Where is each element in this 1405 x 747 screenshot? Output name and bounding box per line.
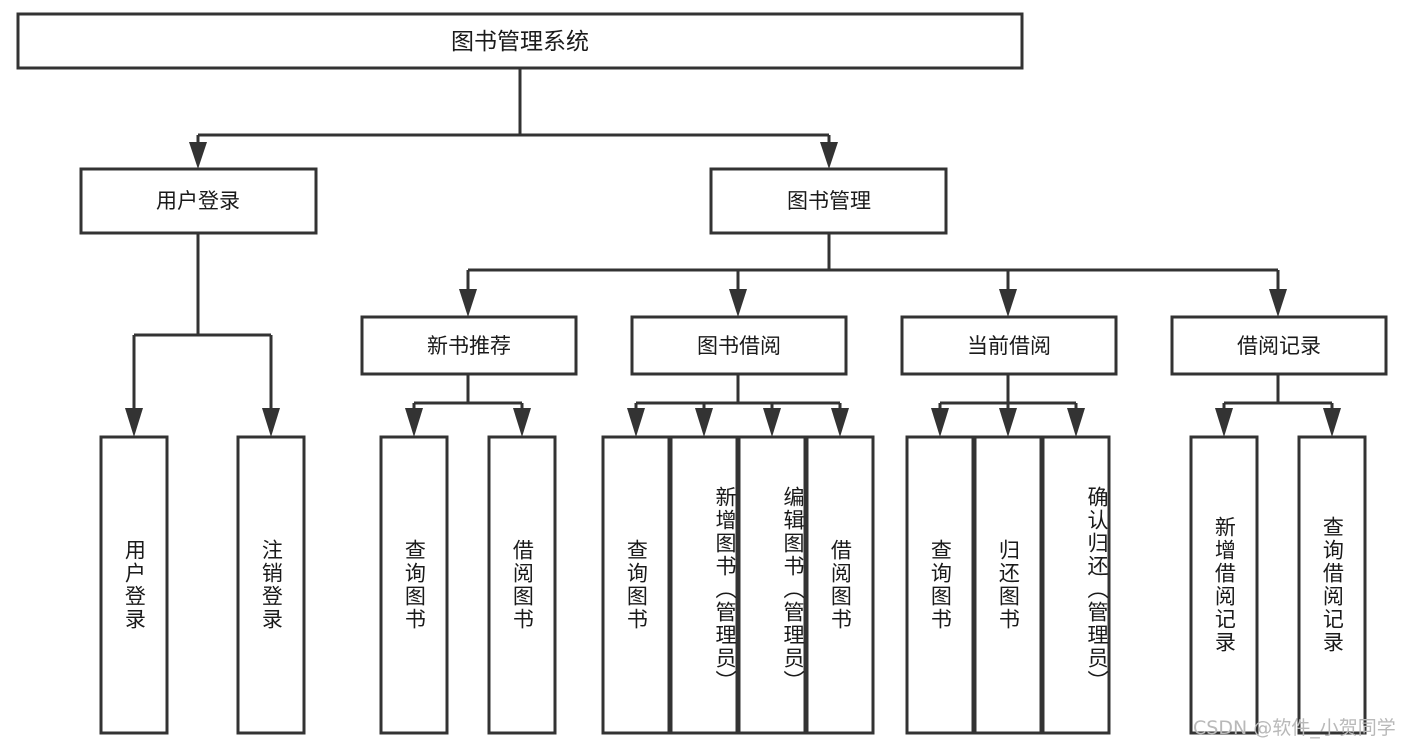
arrow-head-leaf-query-record [1323,408,1341,437]
arrow-head-user-login [189,142,207,169]
node-leaf-add-book[interactable] [669,435,739,735]
connector-group-book-manage [459,233,1287,317]
node-leaf-borrow-book-1[interactable] [487,435,557,735]
node-root[interactable] [16,12,1024,70]
connector-group-current-borrow [931,374,1085,437]
node-borrow-record[interactable] [1170,315,1388,376]
arrow-head-leaf-borrow-book-1 [513,408,531,437]
arrow-head-leaf-user-logout [262,408,280,437]
node-current-borrow-label: 当前借阅 [967,334,1051,358]
node-book-manage-label: 图书管理 [787,189,871,213]
node-leaf-query-record[interactable] [1297,435,1367,735]
node-leaf-borrow-book-2[interactable] [805,435,875,735]
arrow-head-leaf-add-record [1215,408,1233,437]
node-borrow-record-label: 借阅记录 [1237,334,1321,358]
arrow-head-leaf-return-book [999,408,1017,437]
arrow-head-book-borrow [729,289,747,317]
arrow-head-leaf-query-book-2 [627,408,645,437]
node-leaf-return-book[interactable] [973,435,1043,735]
node-leaf-user-login[interactable] [99,435,169,735]
connector-group-user-login [125,233,280,437]
arrow-head-leaf-borrow-book-2 [831,408,849,437]
arrow-head-book-manage [820,142,838,169]
node-book-borrow-label: 图书借阅 [697,334,781,358]
node-current-borrow[interactable] [900,315,1118,376]
node-book-borrow[interactable] [630,315,848,376]
node-user-login-label: 用户登录 [156,189,240,213]
arrow-head-new-book-recommend [459,289,477,317]
node-leaf-query-book-3[interactable] [905,435,975,735]
arrow-head-leaf-query-book-1 [405,408,423,437]
node-user-login[interactable] [79,167,318,235]
node-root-label: 图书管理系统 [451,29,589,55]
connector-group-book-borrow [627,374,849,437]
arrow-head-leaf-query-book-3 [931,408,949,437]
node-leaf-user-logout[interactable] [236,435,306,735]
connector-group-root [189,68,838,169]
node-leaf-confirm-return[interactable] [1041,435,1111,735]
node-leaf-add-record[interactable] [1189,435,1259,735]
node-leaf-query-book-1[interactable] [379,435,449,735]
arrow-head-current-borrow [999,289,1017,317]
arrow-head-leaf-user-login [125,408,143,437]
node-new-book-recommend-label: 新书推荐 [427,334,511,358]
node-book-manage[interactable] [709,167,948,235]
arrow-head-leaf-add-book [695,408,713,437]
csdn-watermark: CSDN @软件_小贺同学 [1193,717,1396,739]
arrow-head-leaf-confirm-return [1067,408,1085,437]
node-leaf-query-book-2[interactable] [601,435,671,735]
arrow-head-leaf-edit-book [763,408,781,437]
node-leaf-edit-book[interactable] [737,435,807,735]
connector-group-borrow-record [1215,374,1341,437]
node-new-book-recommend[interactable] [360,315,578,376]
connector-group-new-book-recommend [405,374,531,437]
arrow-head-borrow-record [1269,289,1287,317]
